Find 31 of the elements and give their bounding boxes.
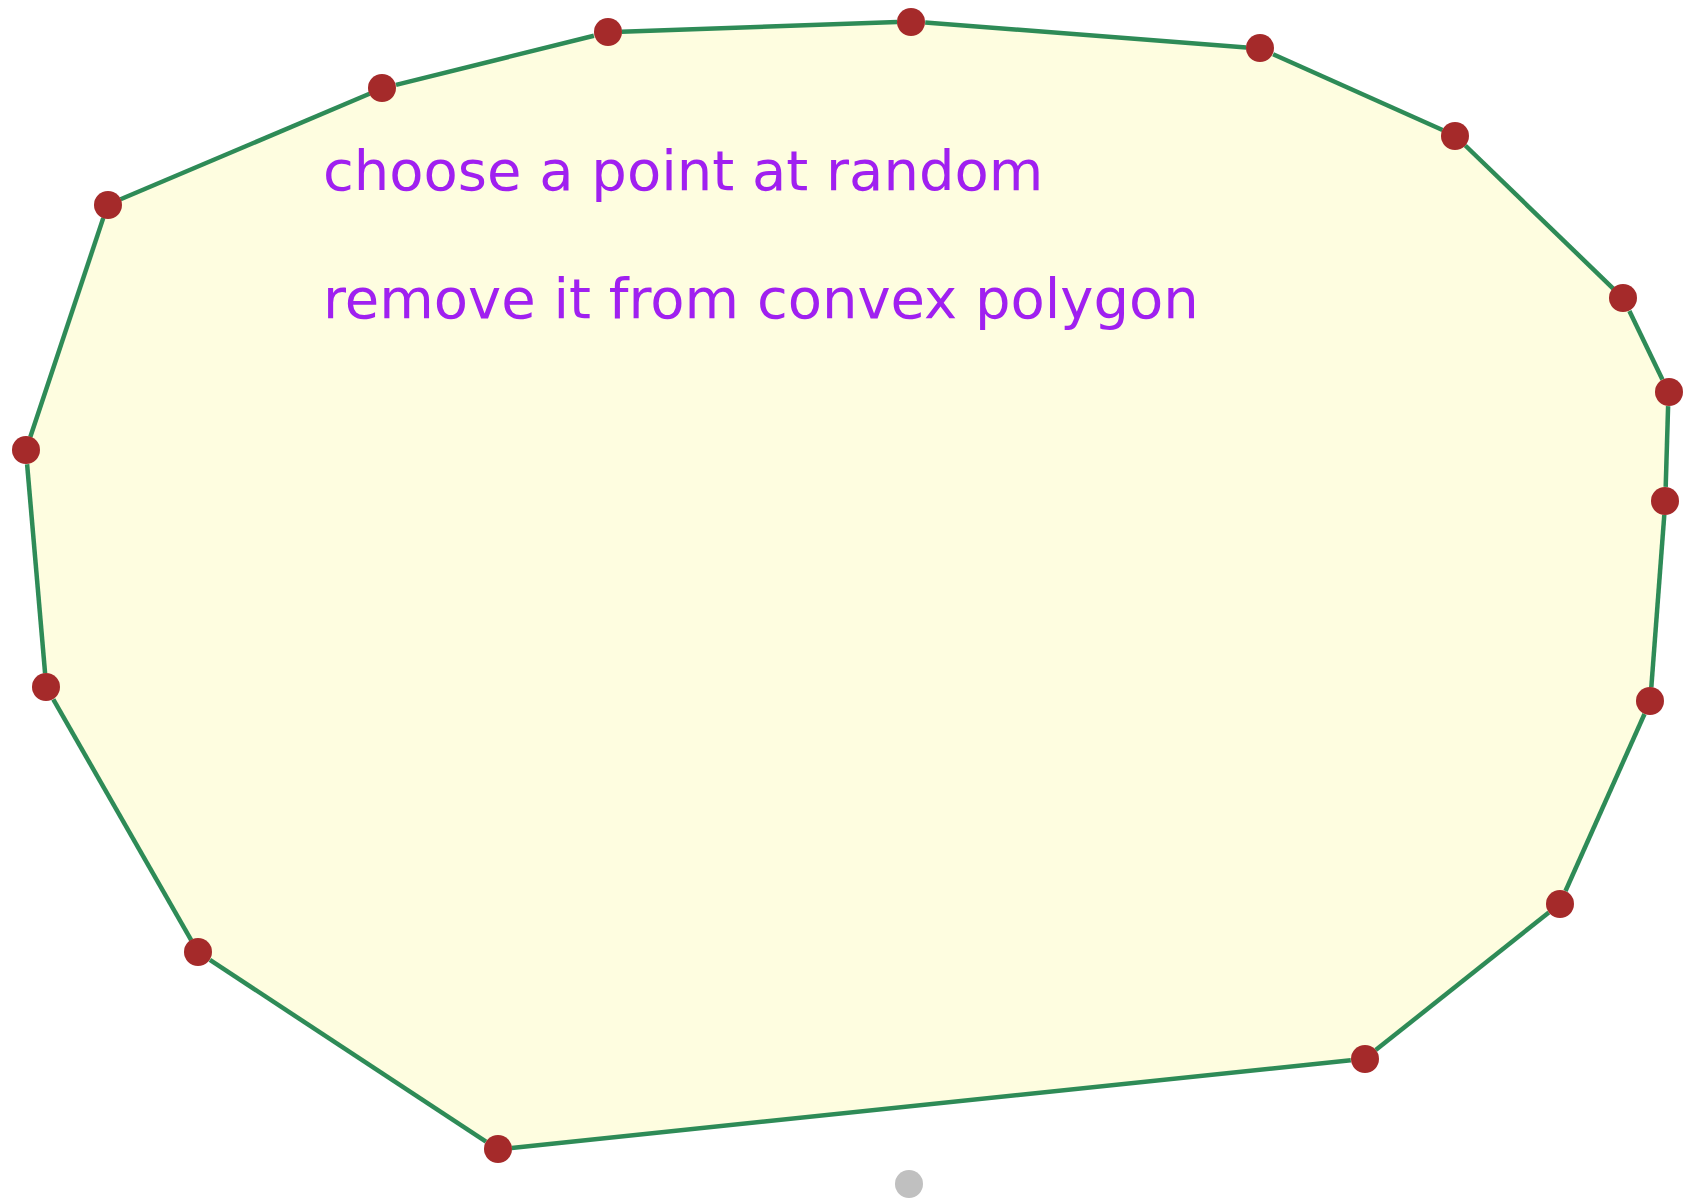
polygon-edge bbox=[1563, 713, 1647, 892]
polygon-edge bbox=[119, 91, 371, 202]
vertex-dot bbox=[11, 436, 40, 465]
polygon-edge bbox=[511, 1058, 1352, 1151]
vertex-dot bbox=[897, 7, 926, 36]
instruction-text: remove it from convex polygon bbox=[323, 268, 1199, 330]
polygon-edge bbox=[1649, 514, 1667, 688]
polygon-edge bbox=[1627, 310, 1665, 381]
polygon-edge bbox=[621, 19, 898, 35]
instruction-text: choose a point at random bbox=[323, 140, 1044, 202]
vertex-dot bbox=[1441, 121, 1470, 150]
vertex-dot bbox=[1246, 34, 1275, 63]
polygon-edge bbox=[1663, 406, 1671, 487]
polygon-edge bbox=[1272, 52, 1444, 133]
polygon-edge bbox=[1374, 910, 1551, 1052]
vertex-dot bbox=[1636, 687, 1665, 716]
vertex-dot bbox=[368, 74, 397, 103]
polygon-edge bbox=[28, 217, 106, 438]
polygon-edge bbox=[925, 20, 1247, 50]
vertex-dot bbox=[593, 18, 622, 47]
polygon-edge bbox=[1463, 143, 1615, 291]
vertex-dot bbox=[32, 673, 61, 702]
removed-point-dot bbox=[895, 1169, 924, 1198]
polygon-edge bbox=[208, 958, 488, 1144]
polygon-edge bbox=[395, 33, 595, 88]
vertex-dot bbox=[93, 190, 122, 219]
vertex-dot bbox=[483, 1135, 512, 1164]
vertex-dot bbox=[1609, 284, 1638, 313]
vertex-dot bbox=[184, 938, 213, 967]
polygon-edge bbox=[24, 464, 48, 674]
polygon-edge bbox=[51, 698, 194, 942]
